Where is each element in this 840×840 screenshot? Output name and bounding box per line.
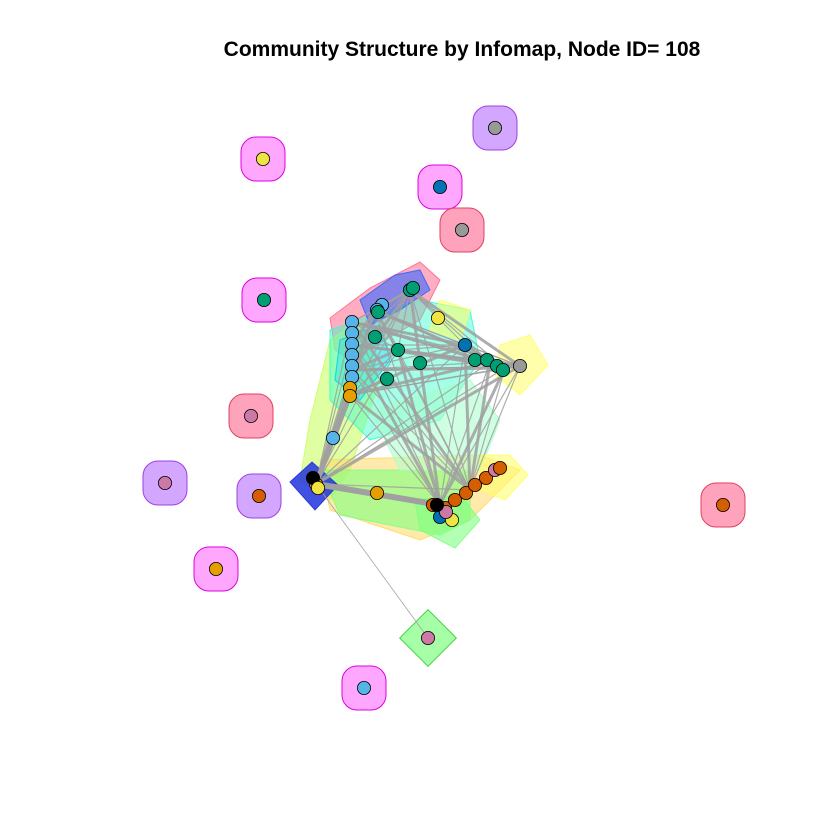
edge bbox=[439, 361, 491, 506]
node bbox=[492, 460, 507, 475]
edge bbox=[463, 344, 472, 491]
community-hulls bbox=[142, 105, 746, 711]
node bbox=[379, 371, 394, 386]
edge bbox=[351, 321, 441, 506]
node bbox=[513, 358, 528, 373]
edge bbox=[349, 394, 441, 506]
edge bbox=[397, 289, 411, 351]
edge bbox=[315, 361, 491, 485]
edge bbox=[409, 288, 521, 368]
edge bbox=[351, 348, 399, 372]
edge bbox=[351, 344, 466, 371]
edge bbox=[315, 483, 429, 639]
edge bbox=[396, 349, 442, 506]
edge bbox=[315, 483, 471, 491]
node bbox=[429, 497, 444, 512]
node bbox=[716, 497, 731, 512]
node bbox=[458, 485, 473, 500]
node bbox=[256, 292, 271, 307]
node bbox=[325, 430, 340, 445]
edge bbox=[469, 367, 506, 491]
node bbox=[208, 562, 223, 577]
edge bbox=[350, 321, 472, 491]
edge bbox=[315, 321, 353, 485]
node bbox=[412, 355, 427, 370]
node bbox=[467, 477, 482, 492]
edge bbox=[397, 344, 466, 351]
node bbox=[390, 342, 405, 357]
node bbox=[370, 304, 385, 319]
node bbox=[251, 488, 266, 503]
node bbox=[342, 388, 357, 403]
edge bbox=[351, 320, 491, 364]
node bbox=[447, 492, 462, 507]
edge bbox=[349, 343, 466, 397]
edge bbox=[315, 289, 411, 485]
node bbox=[310, 480, 325, 495]
edge bbox=[374, 309, 441, 506]
edge bbox=[409, 289, 471, 491]
edge bbox=[349, 289, 411, 396]
node bbox=[454, 222, 469, 237]
node bbox=[243, 408, 258, 423]
edge bbox=[315, 344, 466, 485]
node bbox=[356, 681, 371, 696]
node bbox=[157, 475, 172, 490]
node bbox=[478, 470, 493, 485]
chart-title: Community Structure by Infomap, Node ID=… bbox=[223, 38, 701, 61]
node bbox=[369, 485, 384, 500]
edge bbox=[349, 365, 521, 396]
edge bbox=[468, 361, 492, 491]
nodes bbox=[157, 121, 731, 696]
node bbox=[255, 151, 270, 166]
edge bbox=[397, 349, 471, 491]
node bbox=[487, 121, 502, 136]
edge bbox=[439, 344, 466, 506]
edge bbox=[350, 344, 442, 506]
edge bbox=[438, 367, 507, 506]
node bbox=[420, 631, 435, 646]
node bbox=[457, 337, 472, 352]
edge bbox=[469, 365, 521, 491]
edge bbox=[349, 393, 471, 492]
node bbox=[430, 310, 445, 325]
node bbox=[405, 280, 420, 295]
edge bbox=[351, 344, 399, 351]
node bbox=[432, 179, 447, 194]
edge bbox=[374, 309, 491, 363]
node bbox=[467, 352, 482, 367]
edge bbox=[349, 349, 399, 396]
edge bbox=[315, 349, 399, 485]
node bbox=[367, 329, 382, 344]
edge bbox=[464, 344, 521, 367]
node bbox=[495, 362, 510, 377]
